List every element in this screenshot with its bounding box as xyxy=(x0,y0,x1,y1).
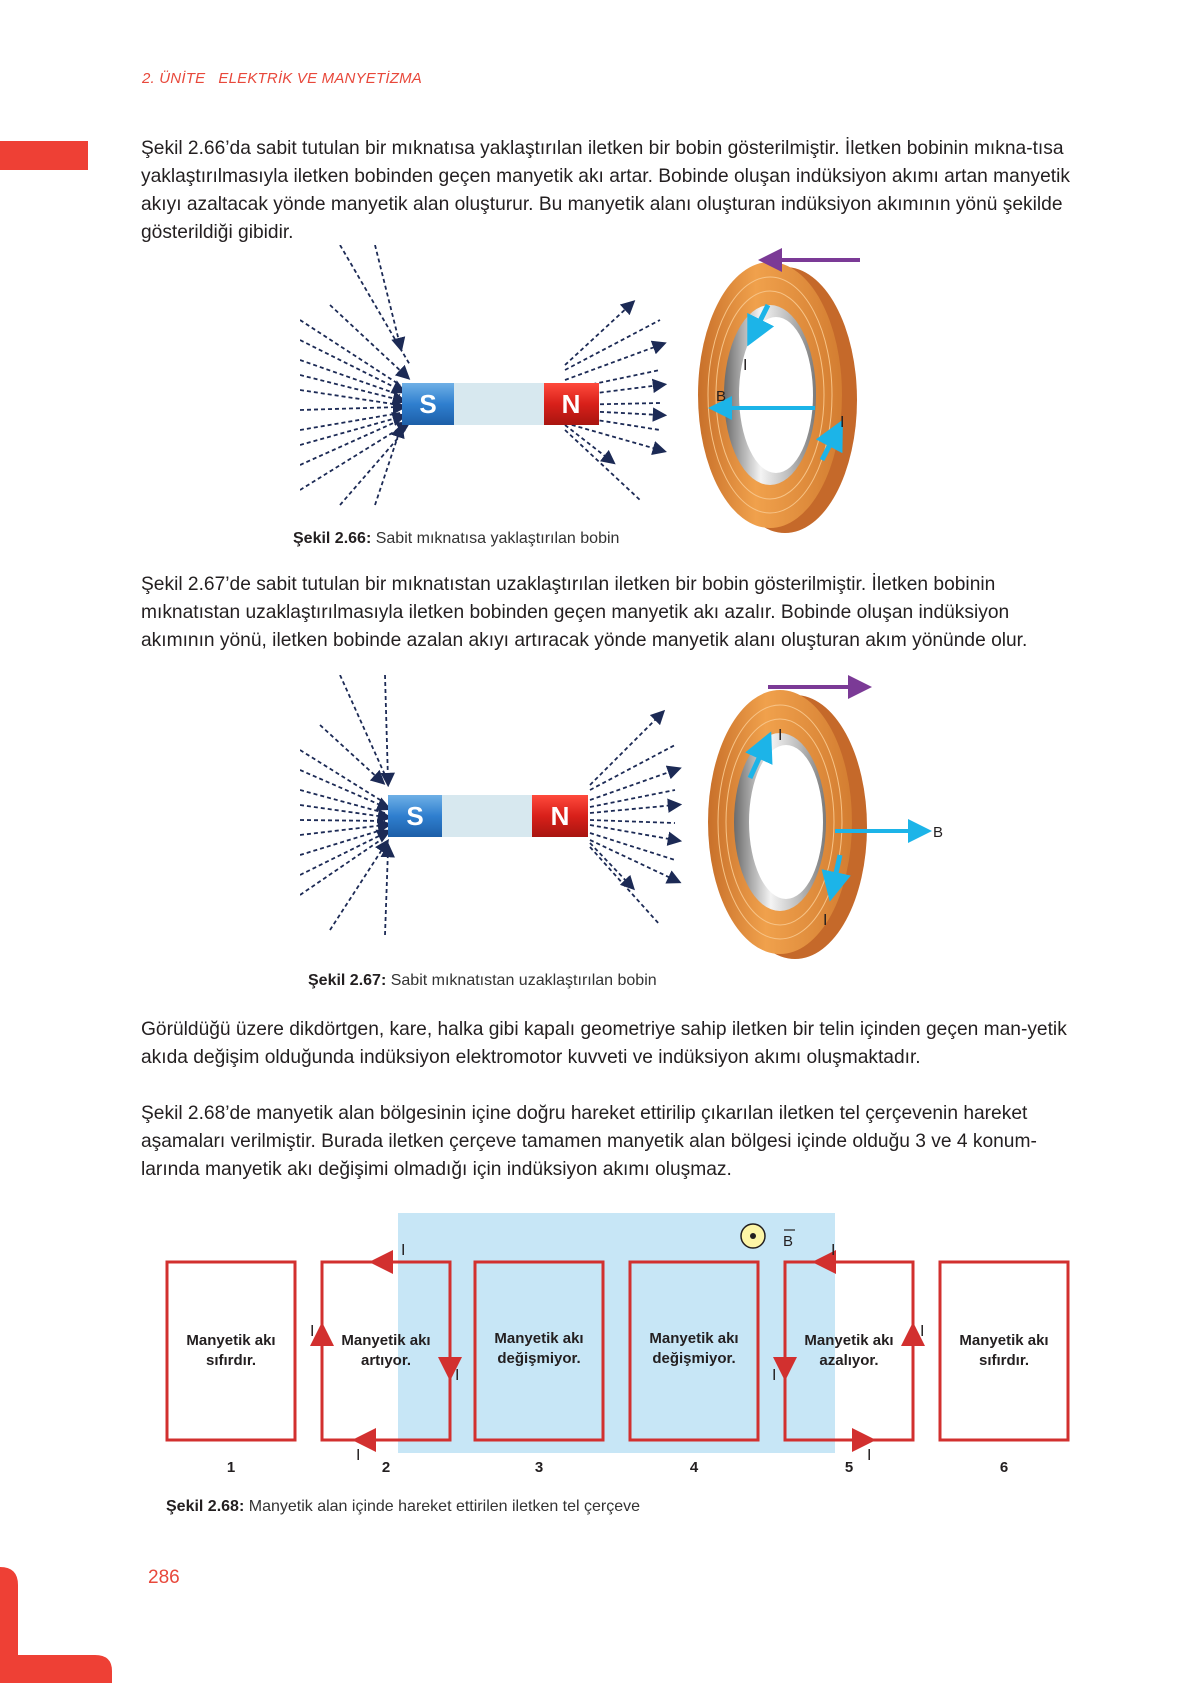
frame-4 xyxy=(628,1260,760,1442)
frame-6 xyxy=(938,1260,1070,1442)
frame-6-number: 6 xyxy=(1000,1459,1008,1476)
current-label: I xyxy=(772,1367,776,1384)
frame-6-line2: sıfırdır. xyxy=(979,1352,1029,1369)
b-label: B xyxy=(783,1233,793,1250)
figure-2-66-label: Şekil 2.66: xyxy=(293,530,372,547)
frame-1-line2: sıfırdır. xyxy=(206,1352,256,1369)
paragraph-1: Şekil 2.66’da sabit tutulan bir mıknatıs… xyxy=(141,138,1070,243)
unit-title: ELEKTRİK VE MANYETİZMA xyxy=(218,70,422,87)
figure-2-68: B I I I I I I I I Manyetik akı xyxy=(165,1213,1070,1476)
frame-2 xyxy=(310,1250,462,1452)
frame-5-number: 5 xyxy=(845,1459,853,1476)
corner-decoration xyxy=(0,1567,112,1683)
magnet-n-label: N xyxy=(551,801,570,831)
figure-2-66-text: Sabit mıknatısa yaklaştırılan bobin xyxy=(375,530,620,547)
current-label: I xyxy=(401,1242,405,1259)
section-tab-marker xyxy=(0,141,88,170)
current-label-top: I xyxy=(743,357,747,374)
current-label-bottom: I xyxy=(840,414,844,431)
frame-3-number: 3 xyxy=(535,1459,543,1476)
magnet-middle xyxy=(442,795,532,837)
running-header: 2. ÜNİTE ELEKTRİK VE MANYETİZMA xyxy=(142,70,422,87)
current-label: I xyxy=(356,1447,360,1464)
magnet-n-label: N xyxy=(562,389,581,419)
current-arrow-bottom xyxy=(815,419,843,462)
unit-label: 2. ÜNİTE xyxy=(142,70,206,87)
current-label: I xyxy=(831,1242,835,1259)
current-label: I xyxy=(867,1447,871,1464)
frame-4-line2: değişmiyor. xyxy=(652,1350,735,1367)
frame-5 xyxy=(773,1250,925,1452)
frame-1 xyxy=(165,1260,297,1442)
field-lines-s-pole xyxy=(300,245,412,506)
field-lines-n-pole xyxy=(589,709,683,926)
coil xyxy=(698,262,857,533)
figure-2-67: S N B I I xyxy=(300,675,943,959)
coil xyxy=(708,690,867,959)
figure-2-67-text: Sabit mıknatıstan uzaklaştırılan bobin xyxy=(390,972,657,989)
current-arrow-top xyxy=(745,731,773,780)
field-lines-s-pole xyxy=(300,675,395,936)
paragraph-3: Görüldüğü üzere dikdörtgen, kare, halka … xyxy=(141,1019,1067,1068)
frame-3-line2: değişmiyor. xyxy=(497,1350,580,1367)
figure-2-66-caption: Şekil 2.66: Sabit mıknatısa yaklaştırıla… xyxy=(293,530,619,548)
current-arrow-top xyxy=(747,303,775,347)
frame-5-line1: Manyetik akı xyxy=(804,1332,893,1349)
frame-6-line1: Manyetik akı xyxy=(959,1332,1048,1349)
figure-2-68-text: Manyetik alan içinde hareket ettirilen i… xyxy=(248,1498,641,1515)
figure-2-67-caption: Şekil 2.67: Sabit mıknatıstan uzaklaştır… xyxy=(308,972,657,990)
frame-1-number: 1 xyxy=(227,1459,235,1476)
paragraph-4: Şekil 2.68’de manyetik alan bölgesinin i… xyxy=(141,1103,1037,1180)
magnet-s-pole xyxy=(388,795,442,837)
magnet-n-pole xyxy=(532,795,588,837)
frame-4-number: 4 xyxy=(690,1459,699,1476)
frame-4-line1: Manyetik akı xyxy=(649,1330,738,1347)
figure-2-67-label: Şekil 2.67: xyxy=(308,972,387,989)
b-label: B xyxy=(933,824,943,841)
magnet-n-pole xyxy=(544,383,599,425)
frame-3-line1: Manyetik akı xyxy=(494,1330,583,1347)
magnet-s-pole xyxy=(402,383,454,425)
figure-2-68-caption: Şekil 2.68: Manyetik alan içinde hareket… xyxy=(166,1498,640,1516)
magnet-s-label: S xyxy=(419,389,436,419)
b-label: B xyxy=(716,388,726,405)
frame-5-line2: azalıyor. xyxy=(819,1352,878,1369)
current-label: I xyxy=(310,1323,314,1340)
frame-3 xyxy=(473,1260,605,1442)
figure-2-66: S N B I I xyxy=(300,245,860,533)
current-label: I xyxy=(920,1323,924,1340)
paragraph-2: Şekil 2.67’de sabit tutulan bir mıknatıs… xyxy=(141,574,1028,651)
frame-1-line1: Manyetik akı xyxy=(186,1332,275,1349)
frame-2-line2: artıyor. xyxy=(361,1352,411,1369)
magnet-middle xyxy=(454,383,544,425)
frame-2-number: 2 xyxy=(382,1459,390,1476)
magnet-s-label: S xyxy=(406,801,423,831)
current-label: I xyxy=(455,1367,459,1384)
frame-2-line1: Manyetik akı xyxy=(341,1332,430,1349)
current-label-bottom: I xyxy=(823,912,827,929)
magnetic-field-region xyxy=(398,1213,835,1453)
current-label-top: I xyxy=(778,727,782,744)
figure-2-68-label: Şekil 2.68: xyxy=(166,1498,245,1515)
current-arrow-bottom xyxy=(821,854,851,902)
page-number: 286 xyxy=(148,1567,180,1588)
